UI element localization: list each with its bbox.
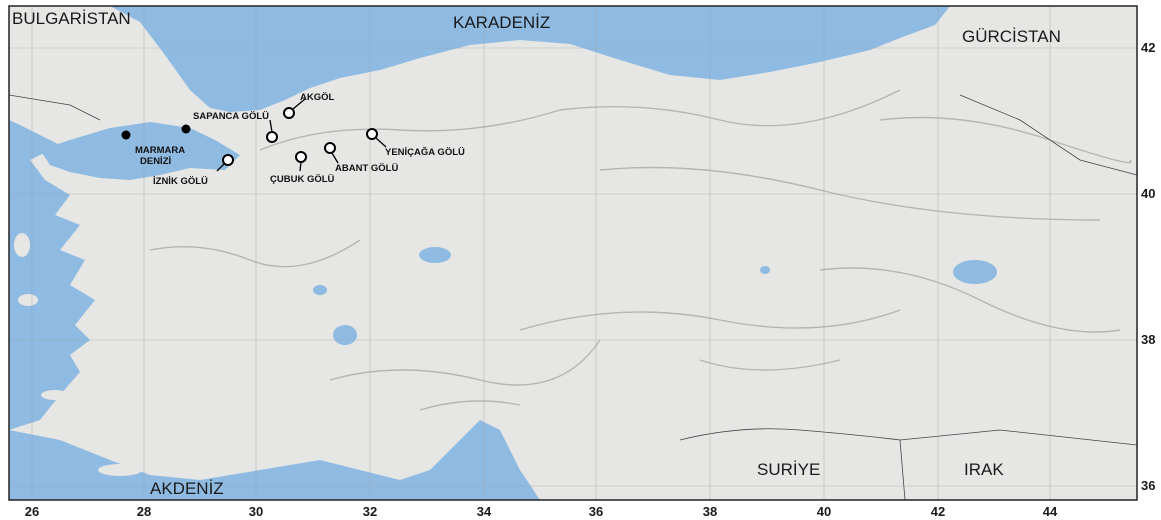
site-label: İZNİK GÖLÜ [153, 176, 208, 187]
site-marker-cubuk: ÇUBUK GÖLÜ [270, 151, 335, 185]
latitude-tick-label: 36 [1141, 478, 1155, 493]
label-akdeniz: AKDENİZ [150, 479, 224, 498]
longitude-axis: 26 28 30 32 34 36 38 40 42 44 [25, 504, 1058, 519]
latitude-tick-label: 42 [1141, 40, 1155, 55]
graticule [9, 6, 1137, 500]
longitude-tick-label: 40 [817, 504, 831, 519]
longitude-tick-label: 28 [137, 504, 151, 519]
longitude-tick-label: 42 [931, 504, 945, 519]
latitude-tick-label: 40 [1141, 186, 1155, 201]
site-label: SAPANCA GÖLÜ [193, 111, 269, 122]
label-bulgaristan: BULGARİSTAN [12, 9, 131, 28]
site-marker-iznik: İZNİK GÖLÜ [153, 154, 234, 187]
label-gurcistan: GÜRCİSTAN [962, 27, 1061, 46]
site-label: ÇUBUK GÖLÜ [270, 174, 335, 185]
map-border [8, 5, 1138, 501]
label-marmara-line2: DENİZİ [140, 156, 171, 167]
filled-point-marker [181, 124, 191, 134]
latitude-tick-label: 38 [1141, 332, 1155, 347]
label-marmara-line1: MARMARA [135, 145, 185, 156]
landmass [9, 6, 1137, 500]
longitude-tick-label: 32 [363, 504, 377, 519]
longitude-tick-label: 38 [703, 504, 717, 519]
longitude-tick-label: 26 [25, 504, 39, 519]
latitude-axis: 42 40 38 36 [1141, 40, 1155, 493]
site-marker-abant: ABANT GÖLÜ [324, 142, 398, 174]
site-label: AKGÖL [300, 92, 335, 103]
relief-shading [149, 89, 1132, 411]
site-marker-akgol: AKGÖL [283, 92, 335, 119]
label-suriye: SURİYE [757, 460, 820, 479]
label-karadeniz: KARADENİZ [453, 13, 550, 32]
site-marker-sapanca: SAPANCA GÖLÜ [193, 111, 278, 143]
longitude-tick-label: 30 [249, 504, 263, 519]
site-label: ABANT GÖLÜ [335, 163, 398, 174]
longitude-tick-label: 34 [477, 504, 492, 519]
filled-point-marker [121, 130, 131, 140]
label-irak: IRAK [964, 460, 1004, 479]
longitude-tick-label: 44 [1043, 504, 1058, 519]
site-marker-yenicaga: YENİÇAĞA GÖLÜ [366, 128, 465, 158]
longitude-tick-label: 36 [589, 504, 603, 519]
site-label: YENİÇAĞA GÖLÜ [385, 146, 465, 158]
